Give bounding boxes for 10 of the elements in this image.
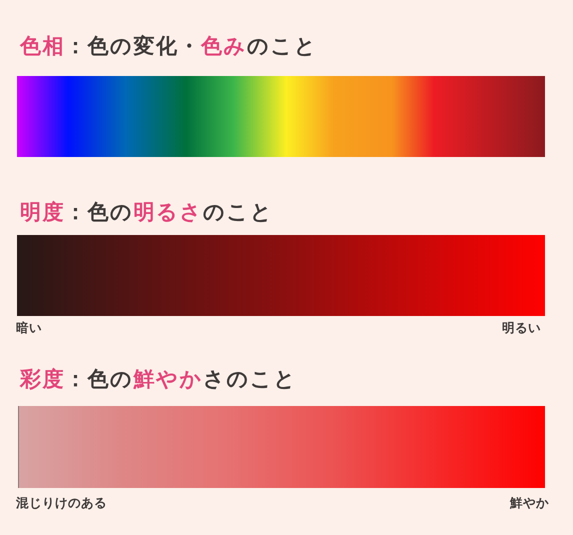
scale-end-label: 鮮やか: [510, 495, 549, 511]
scale-end-label: 明るい: [502, 320, 541, 336]
section-heading: 彩度：色の鮮やかさのこと: [20, 366, 297, 392]
section-heading: 色相：色の変化・色みのこと: [20, 33, 318, 59]
section-heading: 明度：色の明るさのこと: [20, 199, 274, 225]
saturation-gradient-bar: [18, 406, 545, 488]
scale-end-label: 混じりけのある: [16, 495, 107, 511]
brightness-gradient-bar: [17, 235, 545, 316]
hue-gradient-bar: [17, 76, 545, 157]
scale-end-label: 暗い: [16, 320, 42, 336]
